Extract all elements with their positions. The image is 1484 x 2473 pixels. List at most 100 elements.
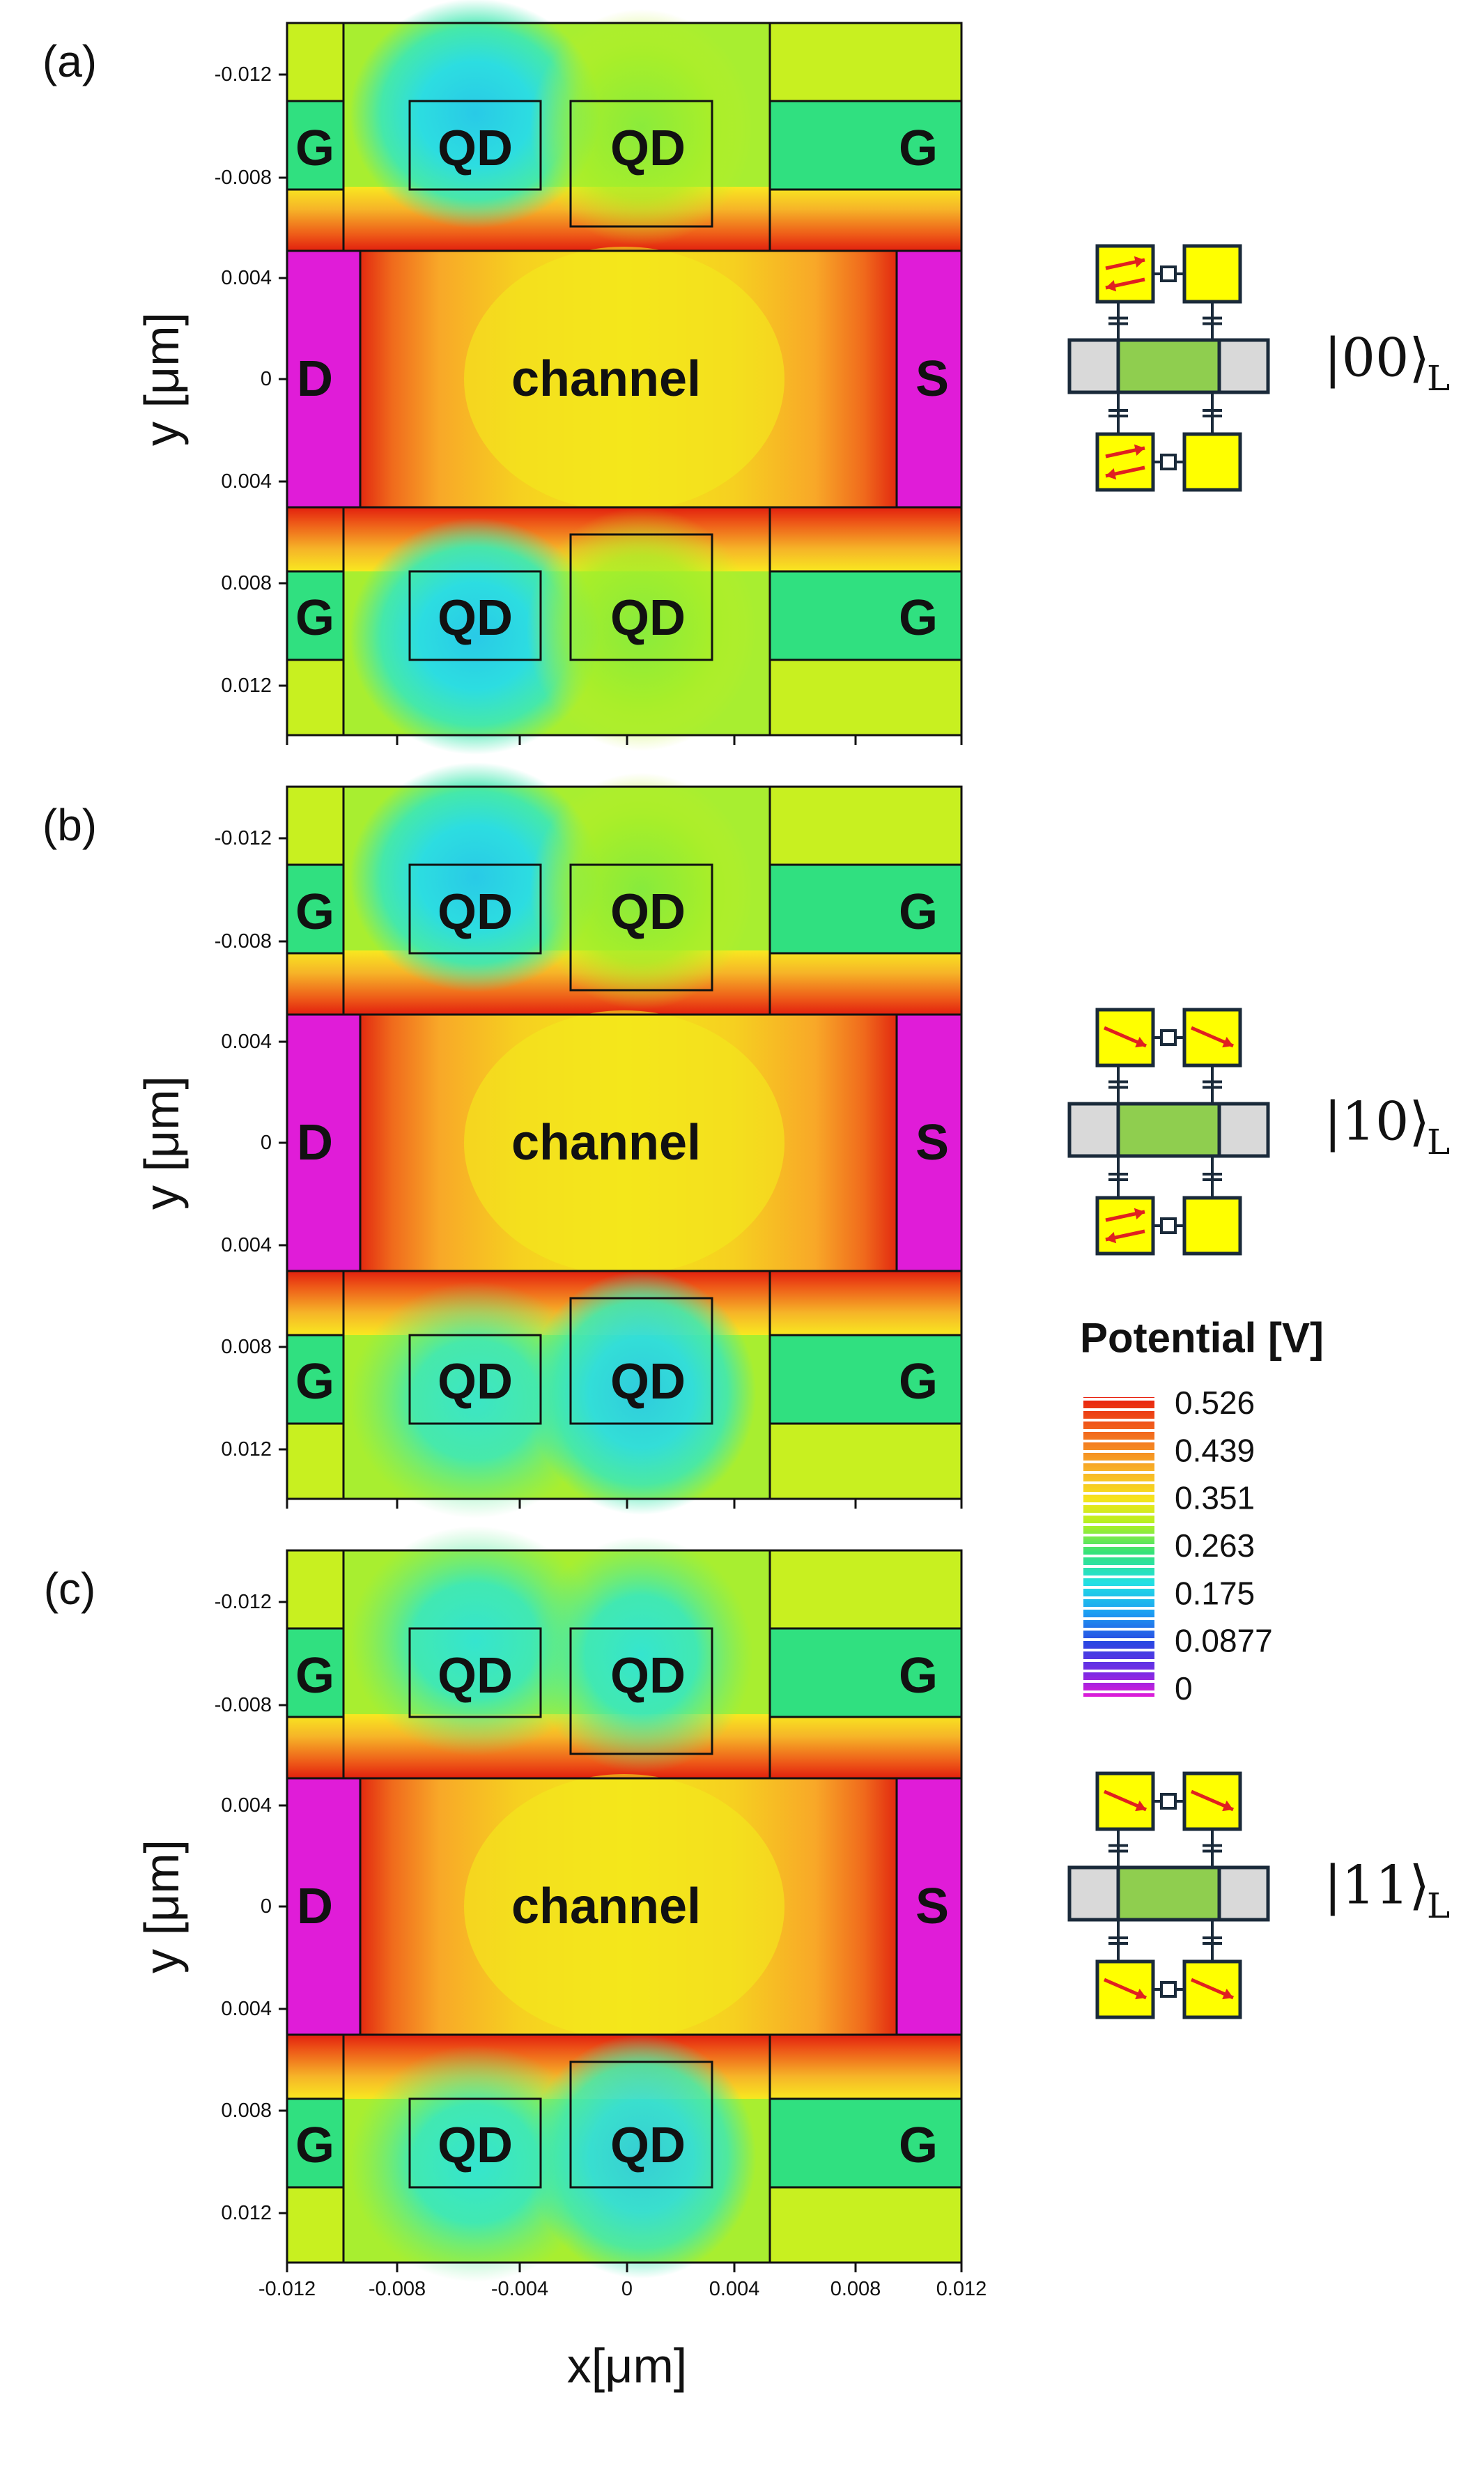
qubit-bottom-right [1182, 432, 1242, 492]
y-tick-label: 0.004 [221, 470, 272, 493]
source-label: S [915, 1115, 949, 1171]
gate-label: G [899, 1354, 938, 1410]
source-contact [897, 251, 961, 507]
gate-bottom-right [770, 1335, 961, 1424]
qd-label: QD [610, 1354, 686, 1410]
y-tick-label: -0.012 [215, 827, 272, 849]
y-tick-label: 0.008 [221, 1336, 272, 1358]
state-ket-label: |00⟩ [1324, 327, 1430, 389]
drain-label: D [297, 351, 333, 407]
y-axis-title: y [μm] [134, 312, 189, 446]
capacitor-symbol [1160, 265, 1177, 282]
gate-bottom-right [770, 571, 961, 660]
panel-label: (c) [44, 1564, 96, 1614]
y-tick-label: 0 [261, 1895, 272, 1918]
qubit-schematic [1067, 244, 1270, 492]
gate-label: G [295, 1354, 334, 1410]
y-tick-label: 0.012 [221, 675, 272, 697]
gate-label: G [899, 590, 938, 646]
gate-label: G [295, 121, 334, 176]
y-tick-label: 0 [261, 1132, 272, 1154]
colorbar-bands [1083, 1397, 1154, 1697]
y-tick-label: -0.012 [215, 63, 272, 86]
y-tick-label: -0.012 [215, 1591, 272, 1613]
state-ket-subscript: L [1427, 358, 1450, 399]
capacitor-symbol [1160, 1029, 1177, 1046]
x-tick-label: 0.012 [936, 2278, 987, 2300]
spin-arrow-head [1106, 468, 1117, 480]
y-tick-label: -0.008 [215, 930, 272, 953]
qd-label: QD [610, 1648, 686, 1704]
qubit-bottom-right [1182, 1196, 1242, 1256]
quantum-dot-box [408, 100, 542, 191]
qubit-schematic [1067, 1008, 1270, 1256]
qubit-bottom-left [1095, 432, 1155, 492]
qd-label: QD [610, 121, 686, 176]
spin-arrow-head [1134, 444, 1145, 456]
y-axis-title: y [μm] [134, 1840, 189, 1973]
gate-box [286, 1627, 345, 1718]
state-ket-label: |10⟩ [1324, 1091, 1430, 1153]
quantum-dot-box [569, 1297, 713, 1425]
gate-box [768, 2097, 963, 2189]
spin-arrow-head [1106, 280, 1117, 292]
qd-label: QD [438, 121, 513, 176]
source-label: S [915, 1879, 949, 1934]
qubit-bottom-left [1095, 1196, 1155, 1256]
qd-label: QD [610, 590, 686, 646]
qubit-schematic [1067, 1771, 1270, 2019]
y-tick-label: 0.004 [221, 1234, 272, 1256]
colorbar-tick-label: 0.351 [1175, 1480, 1255, 1516]
source-contact [897, 1015, 961, 1271]
drain-contact [287, 1015, 360, 1271]
qubit-top-right [1182, 244, 1242, 304]
qd-label: QD [438, 2118, 513, 2173]
quantum-dot-box [569, 2060, 713, 2189]
gate-top-right [770, 865, 961, 953]
gate-top-left [287, 1628, 343, 1717]
colorbar-tick-label: 0.0877 [1175, 1623, 1273, 1659]
channel-label: channel [511, 1115, 701, 1171]
channel-label: channel [511, 351, 701, 407]
capacitor-symbol [1160, 454, 1177, 470]
gate-label: G [295, 590, 334, 646]
capacitor-symbol [1160, 1793, 1177, 1810]
top-dot-right-potential [530, 1536, 753, 1773]
gate-top-left [287, 865, 343, 953]
colorbar-title: Potential [V] [1080, 1315, 1324, 1362]
quantum-dot-box [408, 570, 542, 661]
x-tick-label: -0.012 [258, 2278, 316, 2300]
quantum-dot-box [408, 1627, 542, 1718]
quantum-dot-box [569, 533, 713, 661]
quantum-dot-box [408, 2097, 542, 2189]
gate-box [768, 570, 963, 661]
spin-arrow-head [1106, 1232, 1117, 1244]
gate-box [768, 1334, 963, 1425]
gate-top-right [770, 1628, 961, 1717]
quantum-dot-box [408, 1334, 542, 1425]
gate-box [286, 100, 345, 191]
state-ket-subscript: L [1427, 1886, 1450, 1926]
qubit-top-left [1095, 244, 1155, 304]
x-tick-label: 0.008 [830, 2278, 881, 2300]
colorbar-tick-label: 0 [1175, 1670, 1193, 1707]
gate-box [286, 863, 345, 955]
qd-label: QD [438, 1354, 513, 1410]
gate-box [768, 1627, 963, 1718]
y-tick-label: 0.008 [221, 572, 272, 594]
x-axis-title: x[μm] [567, 2339, 688, 2393]
y-axis-title: y [μm] [134, 1076, 189, 1210]
gate-bottom-left [287, 571, 343, 660]
qd-label: QD [438, 884, 513, 940]
drain-label: D [297, 1115, 333, 1171]
capacitor-symbol [1160, 1217, 1177, 1234]
drain-label: D [297, 1879, 333, 1934]
gate-box [768, 100, 963, 191]
gate-label: G [899, 1648, 938, 1704]
colorbar-tick-label: 0.175 [1175, 1575, 1255, 1611]
state-ket-label: |11⟩ [1324, 1854, 1430, 1916]
channel-label: channel [511, 1879, 701, 1934]
gate-label: G [295, 884, 334, 940]
